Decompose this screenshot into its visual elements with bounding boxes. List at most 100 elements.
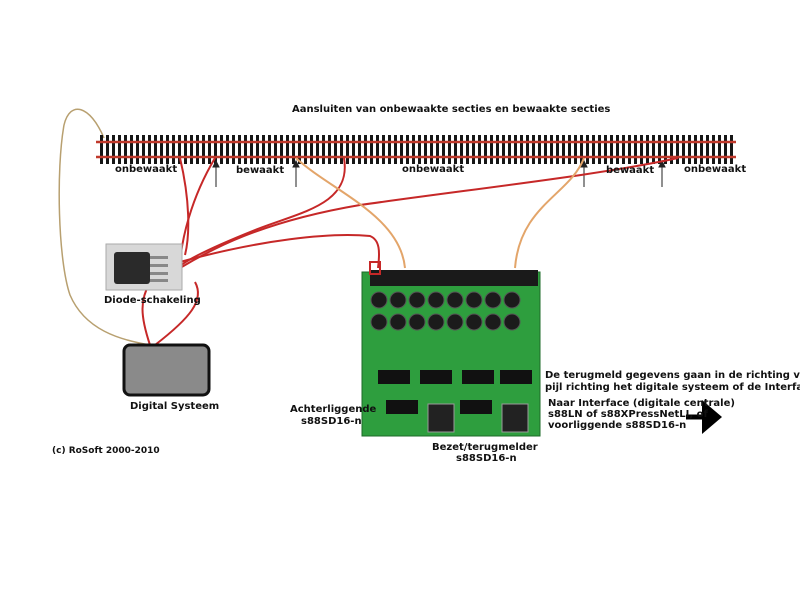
sleeper — [394, 135, 397, 164]
red-wires — [141, 157, 679, 346]
relay-coil — [427, 291, 445, 309]
sleeper — [640, 135, 643, 164]
sleeper — [532, 135, 535, 164]
sleeper — [190, 135, 193, 164]
behind-label-2: s88SD16-n — [301, 416, 362, 427]
sleeper — [286, 135, 289, 164]
sleeper — [274, 135, 277, 164]
pcb-red-jumper — [369, 261, 381, 275]
sleeper — [184, 135, 187, 164]
diode-label: Diode-schakeling — [104, 295, 201, 306]
sleeper — [304, 135, 307, 164]
sleeper — [388, 135, 391, 164]
sleeper — [550, 135, 553, 164]
sleeper — [718, 135, 721, 164]
sleeper — [322, 135, 325, 164]
sleeper — [652, 135, 655, 164]
sleeper — [478, 135, 481, 164]
sleeper — [688, 135, 691, 164]
ic-chip — [460, 400, 492, 414]
sleeper — [466, 135, 469, 164]
sleeper — [202, 135, 205, 164]
sleeper — [196, 135, 199, 164]
sleeper — [448, 135, 451, 164]
sleeper — [160, 135, 163, 164]
sleeper — [154, 135, 157, 164]
sleeper — [424, 135, 427, 164]
relay-coil — [503, 291, 521, 309]
sleeper — [484, 135, 487, 164]
sleeper — [136, 135, 139, 164]
sleeper — [244, 135, 247, 164]
direction-note-1: De terugmeld gegevens gaan in de richtin… — [545, 370, 800, 381]
sleeper — [610, 135, 613, 164]
sleeper — [166, 135, 169, 164]
sleeper — [544, 135, 547, 164]
sleeper — [508, 135, 511, 164]
relay-coil — [465, 313, 483, 331]
ic-chip — [378, 370, 410, 384]
relay-coil — [503, 313, 521, 331]
interface-note-1: Naar Interface (digitale centrale) — [548, 398, 735, 409]
loop-wire — [58, 108, 151, 346]
section-label-2: bewaakt — [236, 165, 285, 176]
ic-chip — [500, 370, 532, 384]
sleeper — [580, 135, 583, 164]
sleeper — [214, 135, 217, 164]
sleeper — [598, 135, 601, 164]
relay-coil — [427, 313, 445, 331]
board-label-2: s88SD16-n — [456, 453, 517, 464]
orange-wires — [295, 157, 585, 269]
sleeper — [616, 135, 619, 164]
sleeper — [400, 135, 403, 164]
sleeper — [496, 135, 499, 164]
sleeper — [700, 135, 703, 164]
sleeper — [490, 135, 493, 164]
sleeper — [676, 135, 679, 164]
sleeper — [220, 135, 223, 164]
sleeper — [664, 135, 667, 164]
sleeper — [634, 135, 637, 164]
sleeper — [622, 135, 625, 164]
sleeper — [130, 135, 133, 164]
sleeper — [442, 135, 445, 164]
sleeper — [406, 135, 409, 164]
sleeper — [574, 135, 577, 164]
digital-system-label: Digital Systeem — [130, 401, 220, 412]
ic-chip — [386, 400, 418, 414]
sleeper — [658, 135, 661, 164]
sleeper — [352, 135, 355, 164]
sleeper — [310, 135, 313, 164]
direction-arrow-icon — [686, 400, 722, 434]
interface-note-2: s88LN of s88XPressNetLI, of — [548, 409, 708, 420]
sleeper — [670, 135, 673, 164]
sleeper — [178, 135, 181, 164]
sleeper — [112, 135, 115, 164]
pcb-connectors — [427, 403, 529, 433]
sleeper — [172, 135, 175, 164]
sleeper — [706, 135, 709, 164]
relay-coil — [484, 313, 502, 331]
sleeper — [226, 135, 229, 164]
sleeper — [238, 135, 241, 164]
digital-system-box — [122, 343, 211, 397]
sleeper — [256, 135, 259, 164]
sleeper — [430, 135, 433, 164]
sleeper — [472, 135, 475, 164]
sleeper — [604, 135, 607, 164]
sleeper — [376, 135, 379, 164]
sleeper — [382, 135, 385, 164]
sleeper — [358, 135, 361, 164]
diode-chip — [114, 252, 150, 284]
sleeper — [412, 135, 415, 164]
relay-coil — [465, 291, 483, 309]
sleeper — [142, 135, 145, 164]
sleeper — [460, 135, 463, 164]
sleeper — [538, 135, 541, 164]
sleeper — [502, 135, 505, 164]
sleeper — [148, 135, 151, 164]
sleeper — [292, 135, 295, 164]
relay-coil — [446, 313, 464, 331]
sleeper — [526, 135, 529, 164]
direction-note-2: pijl richting het digitale systeem of de… — [545, 382, 800, 393]
